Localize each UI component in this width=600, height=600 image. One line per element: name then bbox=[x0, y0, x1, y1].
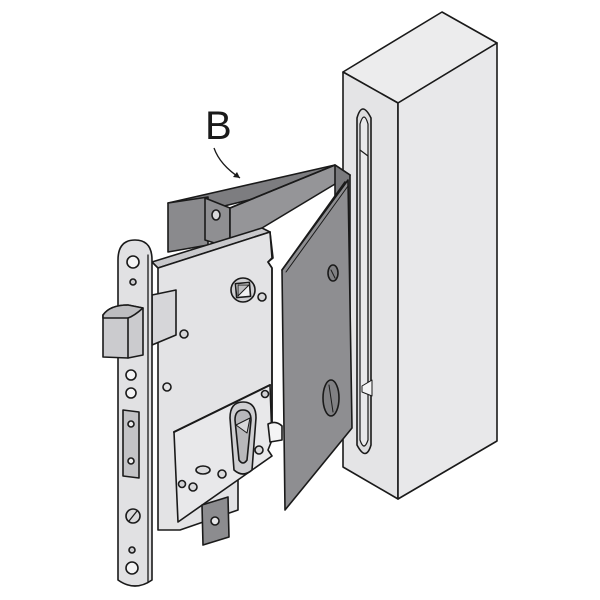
strike-box bbox=[342, 11, 498, 500]
callout-arrowhead-icon bbox=[233, 172, 240, 178]
housing-box-b bbox=[167, 164, 353, 511]
callout-label-b: B bbox=[205, 104, 232, 148]
cylinder-plate bbox=[173, 384, 283, 523]
lock-forend bbox=[117, 239, 153, 587]
lower-bracket bbox=[201, 496, 230, 546]
latch-bolt bbox=[102, 304, 144, 359]
